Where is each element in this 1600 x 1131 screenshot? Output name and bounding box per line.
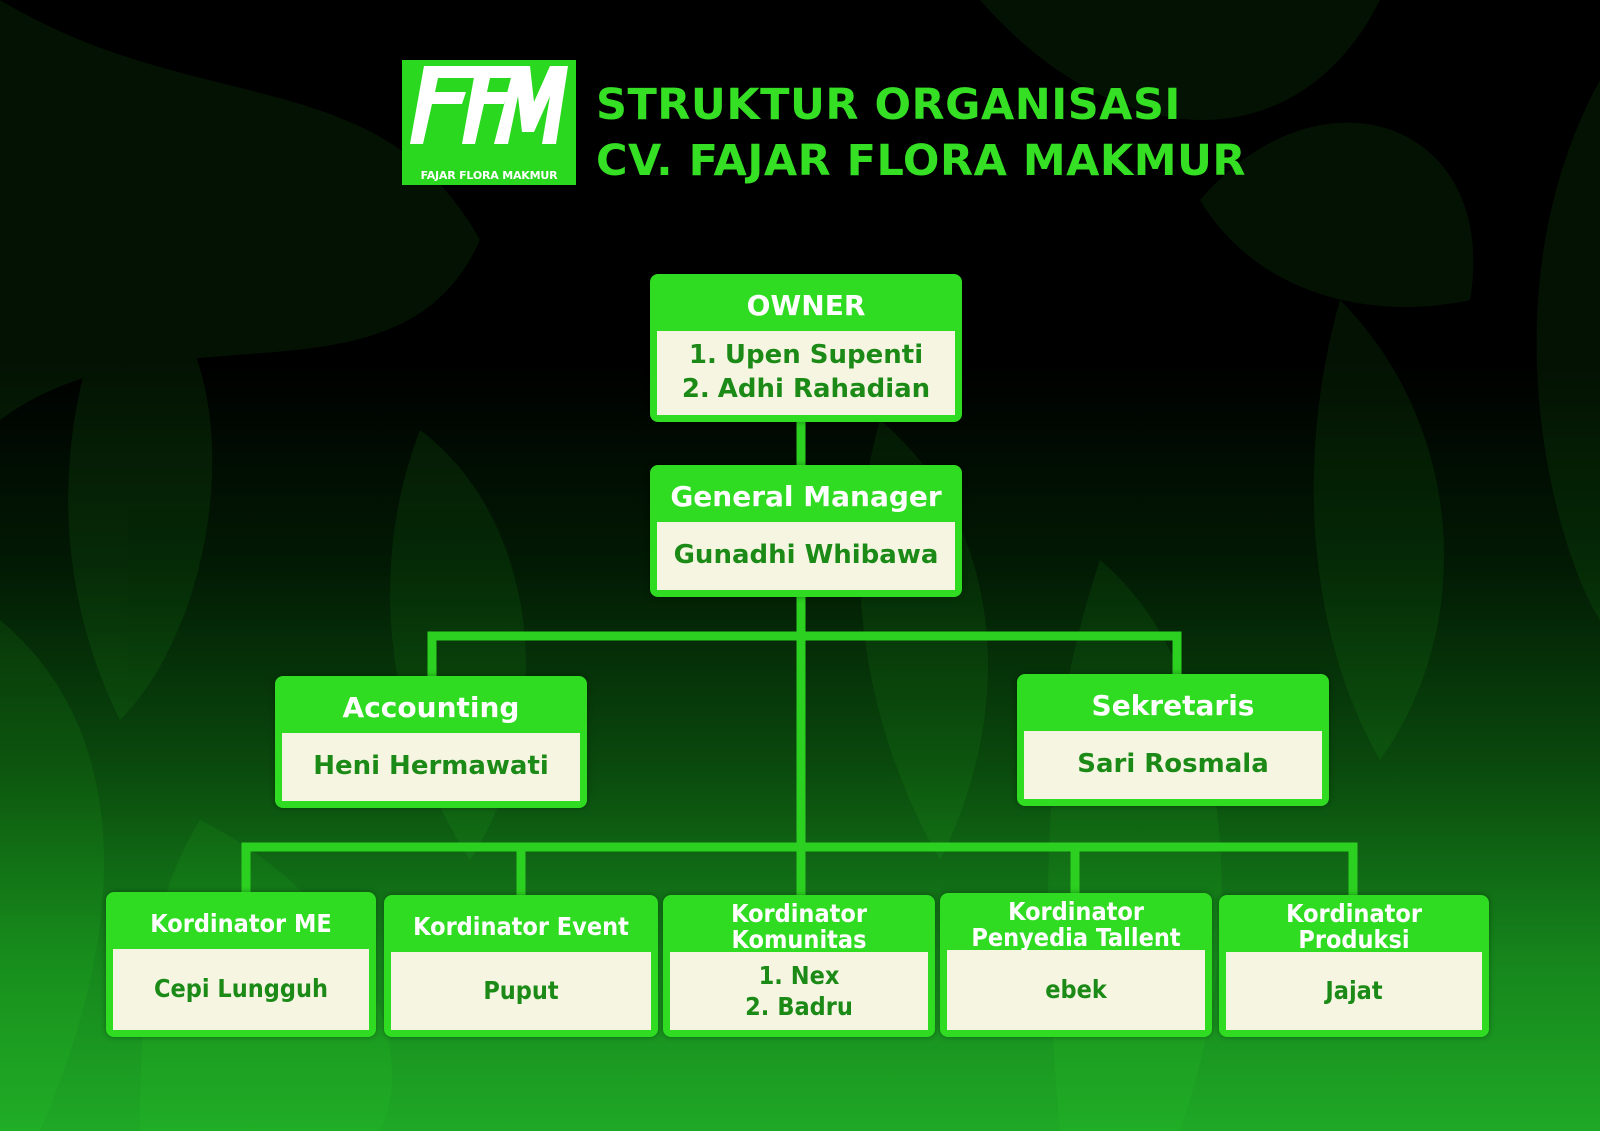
node-kordinator-komunitas-members: 1.Nex 2.Badru	[670, 952, 928, 1030]
node-owner-members: 1.Upen Supenti 2.Adhi Rahadian	[657, 331, 955, 415]
node-owner: OWNER 1.Upen Supenti 2.Adhi Rahadian	[650, 274, 962, 422]
komunitas-member: 2.Badru	[745, 992, 853, 1021]
komunitas-member: 1.Nex	[758, 960, 840, 990]
node-accounting-role: Accounting	[342, 691, 520, 725]
node-kordinator-me: Kordinator ME Cepi Lungguh	[106, 892, 376, 1037]
node-kordinator-komunitas: Kordinator Komunitas 1.Nex 2.Badru	[663, 895, 935, 1037]
owner-member: 1.Upen Supenti	[688, 340, 924, 371]
node-kordinator-produksi: Kordinator Produksi Jajat	[1219, 895, 1489, 1037]
node-sekretaris-name: Sari Rosmala	[1024, 731, 1322, 799]
node-kordinator-komunitas-role: Kordinator Komunitas	[731, 898, 867, 954]
node-kordinator-penyedia-tallent-role: Kordinator Penyedia Tallent	[971, 896, 1181, 952]
logo-caption: FAJAR FLORA MAKMUR	[420, 169, 558, 182]
ffm-logo-mark	[410, 66, 568, 144]
node-gm-role: General Manager	[670, 480, 942, 514]
node-sekretaris: Sekretaris Sari Rosmala	[1017, 674, 1329, 806]
page-title-line-1: STRUKTUR ORGANISASI	[596, 80, 1181, 130]
node-kordinator-event-name: Puput	[391, 952, 651, 1030]
node-kordinator-me-name: Cepi Lungguh	[113, 949, 369, 1030]
node-kordinator-me-role: Kordinator ME	[150, 908, 332, 938]
company-logo: FAJAR FLORA MAKMUR	[402, 60, 576, 185]
node-gm-name: Gunadhi Whibawa	[657, 522, 955, 590]
node-general-manager: General Manager Gunadhi Whibawa	[650, 465, 962, 597]
node-kordinator-event-role: Kordinator Event	[413, 911, 629, 941]
node-accounting: Accounting Heni Hermawati	[275, 676, 587, 808]
node-kordinator-penyedia-tallent: Kordinator Penyedia Tallent ebek	[940, 893, 1212, 1037]
owner-member: 2.Adhi Rahadian	[681, 374, 931, 404]
node-owner-role: OWNER	[746, 289, 866, 323]
node-kordinator-produksi-name: Jajat	[1226, 952, 1482, 1030]
page-title-line-2: CV. FAJAR FLORA MAKMUR	[596, 136, 1247, 186]
node-kordinator-produksi-role: Kordinator Produksi	[1286, 898, 1422, 954]
node-sekretaris-role: Sekretaris	[1091, 689, 1255, 723]
node-kordinator-penyedia-tallent-name: ebek	[947, 950, 1205, 1030]
node-accounting-name: Heni Hermawati	[282, 733, 580, 801]
node-kordinator-event: Kordinator Event Puput	[384, 895, 658, 1037]
